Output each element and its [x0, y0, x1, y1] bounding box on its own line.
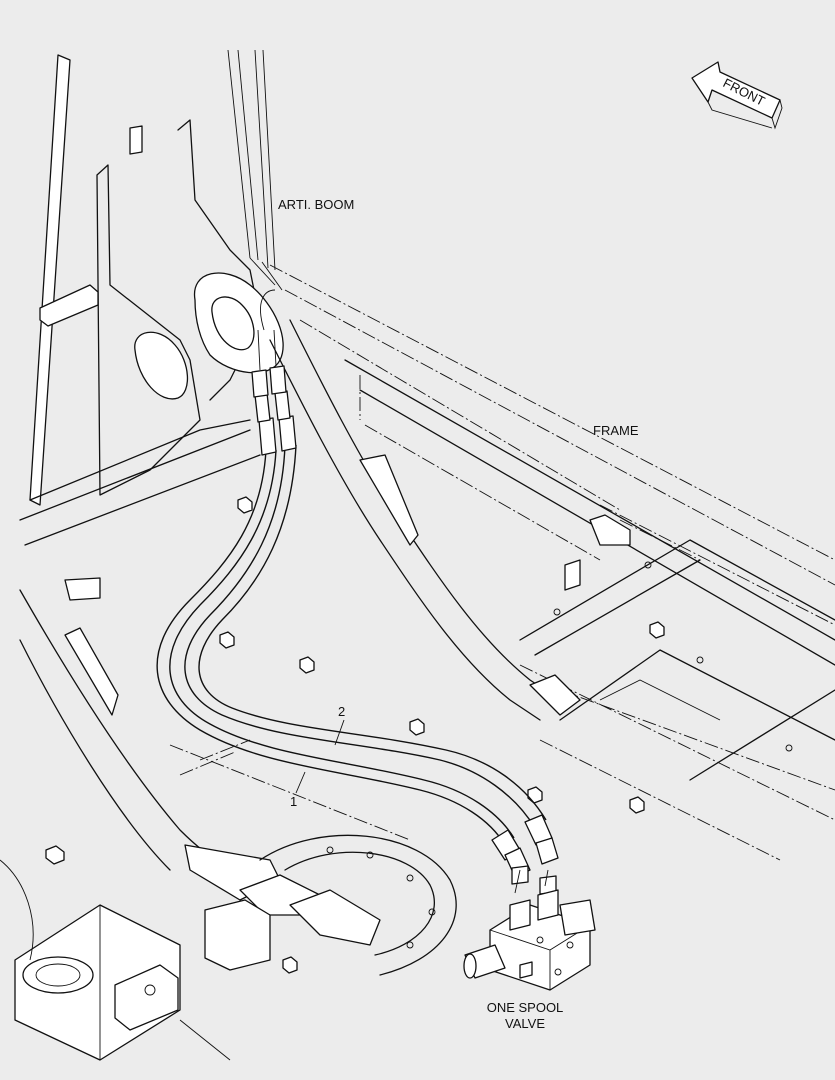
- mounting-blocks: [45, 496, 665, 974]
- callout-2: 2: [338, 704, 346, 719]
- callout-1: 1: [290, 794, 298, 809]
- valve-label-line2: VALVE: [505, 1016, 545, 1031]
- arti-boom-label: ARTI. BOOM: [278, 197, 355, 212]
- swing-bearing: [259, 834, 457, 976]
- hose-2: [184, 444, 536, 829]
- front-arrow: FRONT: [691, 61, 783, 130]
- hydraulic-hoses: [156, 289, 559, 895]
- one-spool-valve-label: ONE SPOOL VALVE: [470, 1000, 580, 1032]
- one-spool-valve: [463, 869, 596, 991]
- lower-left-frame: [19, 577, 411, 946]
- machine-frame: [269, 264, 835, 861]
- hose-1: [156, 449, 506, 846]
- frame-rail: [19, 319, 581, 721]
- articulated-boom: [29, 49, 284, 506]
- base-housing: [0, 859, 271, 1061]
- callout-leaders: [295, 719, 345, 794]
- frame-label: FRAME: [593, 423, 639, 438]
- valve-label-line1: ONE SPOOL: [486, 1000, 564, 1015]
